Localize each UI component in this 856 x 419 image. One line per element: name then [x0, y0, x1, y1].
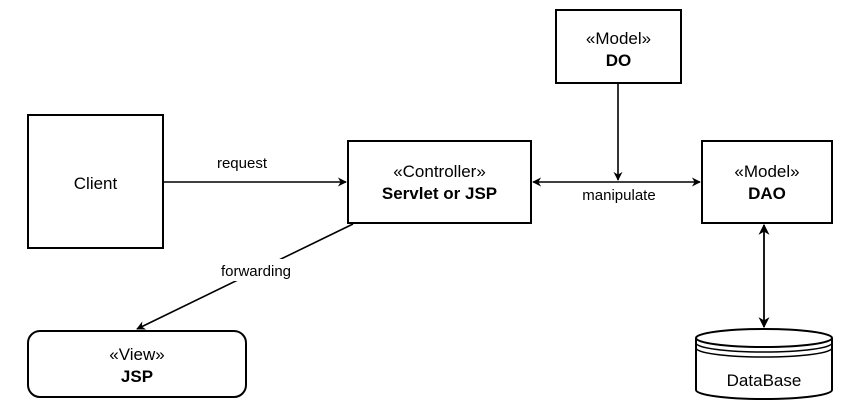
view-stereotype: «View»: [109, 345, 164, 364]
client-node: Client: [27, 114, 164, 249]
view-name: JSP: [121, 367, 153, 386]
model-dao-node: «Model» DAO: [701, 140, 833, 224]
controller-name: Servlet or JSP: [382, 184, 497, 203]
model-do-name: DO: [606, 51, 632, 70]
edge-request: request: [163, 155, 347, 187]
edge-forwarding: forwarding: [136, 223, 354, 330]
model-do-node: «Model» DO: [555, 9, 682, 84]
database-node: DataBase: [695, 328, 833, 400]
database-label: DataBase: [727, 371, 802, 390]
view-node: «View» JSP: [27, 330, 247, 398]
client-label: Client: [74, 174, 118, 193]
model-dao-stereotype: «Model»: [734, 162, 799, 181]
controller-stereotype: «Controller»: [393, 162, 486, 181]
model-do-stereotype: «Model»: [586, 29, 651, 48]
manipulate-label: manipulate: [582, 187, 655, 204]
edge-manipulate: manipulate: [532, 177, 701, 204]
request-label: request: [217, 155, 268, 172]
model-dao-name: DAO: [748, 184, 786, 203]
forwarding-label: forwarding: [221, 263, 291, 280]
controller-node: «Controller» Servlet or JSP: [347, 140, 532, 224]
